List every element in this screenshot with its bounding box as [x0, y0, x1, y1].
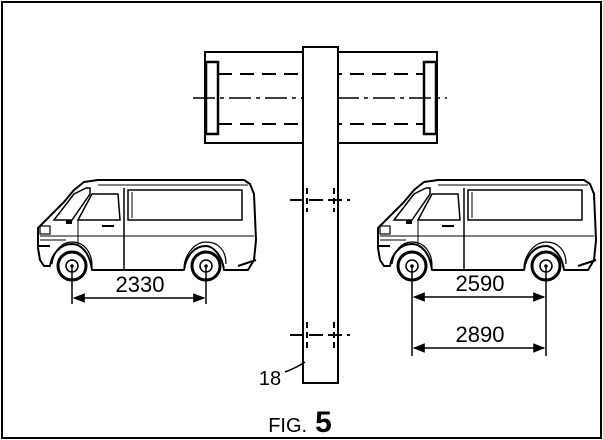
callout-18-leader: [284, 361, 306, 373]
callout-18-label: 18: [259, 368, 281, 390]
lift-column: [302, 46, 339, 384]
van-left: [36, 178, 258, 282]
dim-2330-label: 2330: [116, 272, 165, 297]
figure-caption: FIG. 5: [268, 406, 332, 439]
column-marker-upper: [290, 188, 350, 212]
column-marker-lower: [290, 322, 350, 350]
figure-number: 5: [315, 406, 332, 439]
lift-diagram: [193, 46, 447, 384]
figure-label-prefix: FIG.: [268, 415, 307, 437]
dimension-lines: [71, 266, 547, 356]
dim-2590-label: 2590: [456, 271, 505, 296]
dim-2890-label: 2890: [456, 322, 505, 347]
van-right: [376, 178, 598, 282]
